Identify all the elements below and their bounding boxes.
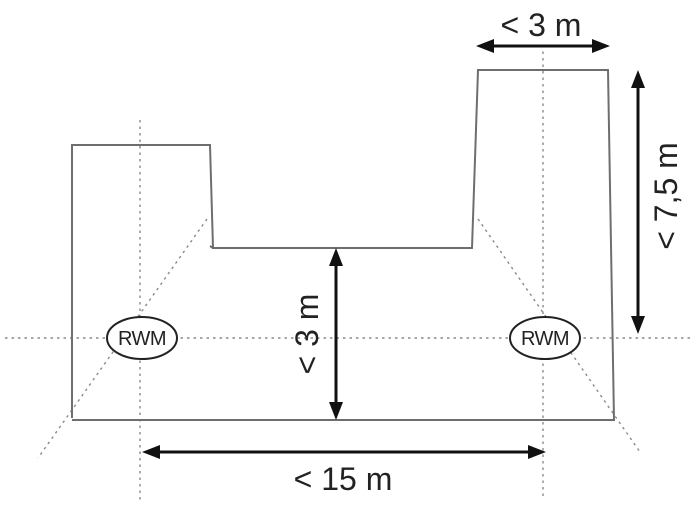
middle-height-arrow-bottom [329,402,343,420]
top-width-label: < 3 m [501,7,582,43]
bottom-width-dimension: < 15 m [142,445,546,497]
bottom-width-arrow-left [142,445,160,459]
right-height-arrow-bottom [631,316,645,334]
rwm-right-label: RWM [521,328,569,350]
bottom-width-arrow-right [528,445,546,459]
right-height-label: < 7,5 m [648,142,684,250]
top-width-arrow-right [592,39,610,53]
rwm-left-label: RWM [118,328,166,350]
left-inner-wall [209,245,214,249]
rwm-left-ellipse [106,316,178,360]
building-outline [71,69,616,421]
middle-height-dimension: < 3 m [289,248,343,420]
rwm-detector-right: RWM [509,316,581,360]
rwm-right-ellipse [509,316,581,360]
rwm-detector-left: RWM [106,316,178,360]
top-width-dimension: < 3 m [476,7,610,53]
right-height-dimension: < 7,5 m [631,70,684,334]
middle-height-arrow-top [329,248,343,266]
middle-height-label: < 3 m [289,294,325,375]
bottom-width-label: < 15 m [294,461,393,497]
coverage-guide-lines [5,45,690,500]
top-width-arrow-left [476,39,494,53]
right-height-arrow-top [631,70,645,88]
